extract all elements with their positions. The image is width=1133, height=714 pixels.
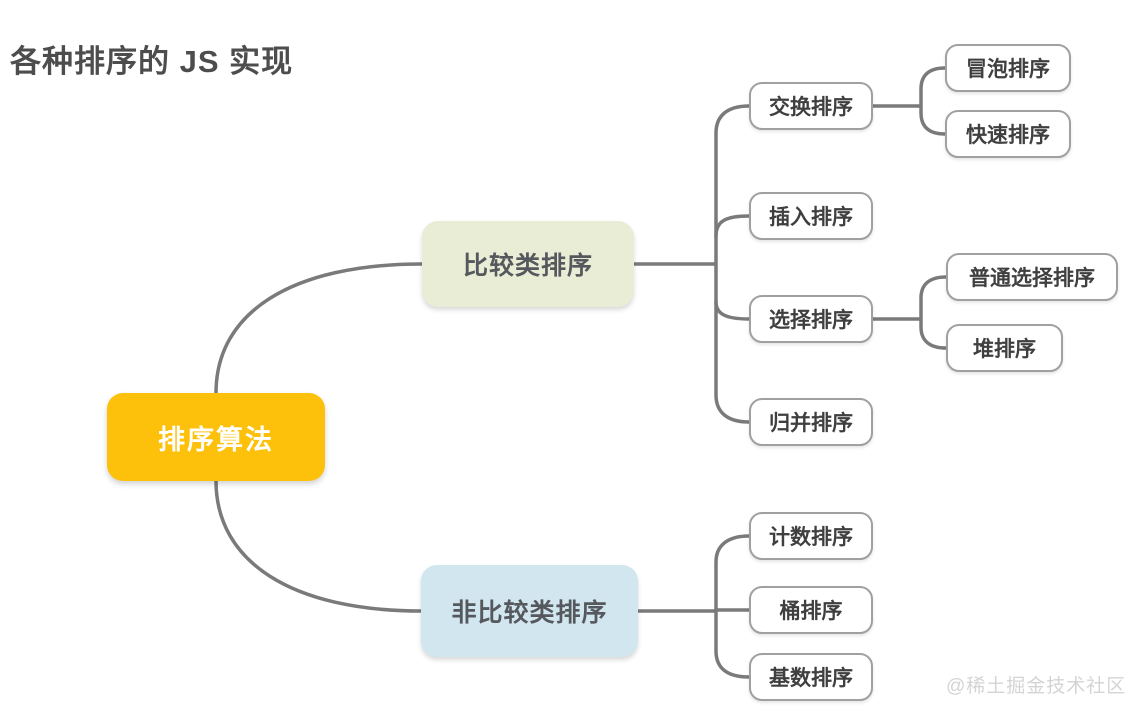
node-quick-sort: 快速排序 <box>945 110 1071 158</box>
node-heap-sort: 堆排序 <box>946 324 1063 372</box>
node-radix-sort: 基数排序 <box>749 653 873 701</box>
connector-comparison-spine <box>714 104 751 424</box>
node-merge-sort: 归并排序 <box>749 398 873 446</box>
node-comparison-sort: 比较类排序 <box>422 221 634 307</box>
connector-root-non-comparison <box>214 479 423 613</box>
node-non-comparison-sort: 非比较类排序 <box>421 565 638 657</box>
node-simple-selection-sort: 普通选择排序 <box>946 253 1118 301</box>
node-sorting-algorithms: 排序算法 <box>107 393 325 481</box>
connector-non-comparison-spine <box>714 534 751 679</box>
node-bubble-sort: 冒泡排序 <box>945 44 1071 92</box>
connector-exchange-spine <box>919 66 947 136</box>
page-title: 各种排序的 JS 实现 <box>10 44 294 79</box>
node-bucket-sort: 桶排序 <box>749 586 873 634</box>
connector-insertion <box>714 214 751 238</box>
connector-selection <box>714 300 751 321</box>
node-insertion-sort: 插入排序 <box>749 192 873 240</box>
node-selection-sort: 选择排序 <box>749 295 873 343</box>
node-exchange-sort: 交换排序 <box>749 82 873 130</box>
node-counting-sort: 计数排序 <box>749 512 873 560</box>
connector-selection-spine <box>919 275 948 350</box>
watermark: @稀土掘金技术社区 <box>946 676 1127 697</box>
connector-root-comparison <box>214 262 424 395</box>
